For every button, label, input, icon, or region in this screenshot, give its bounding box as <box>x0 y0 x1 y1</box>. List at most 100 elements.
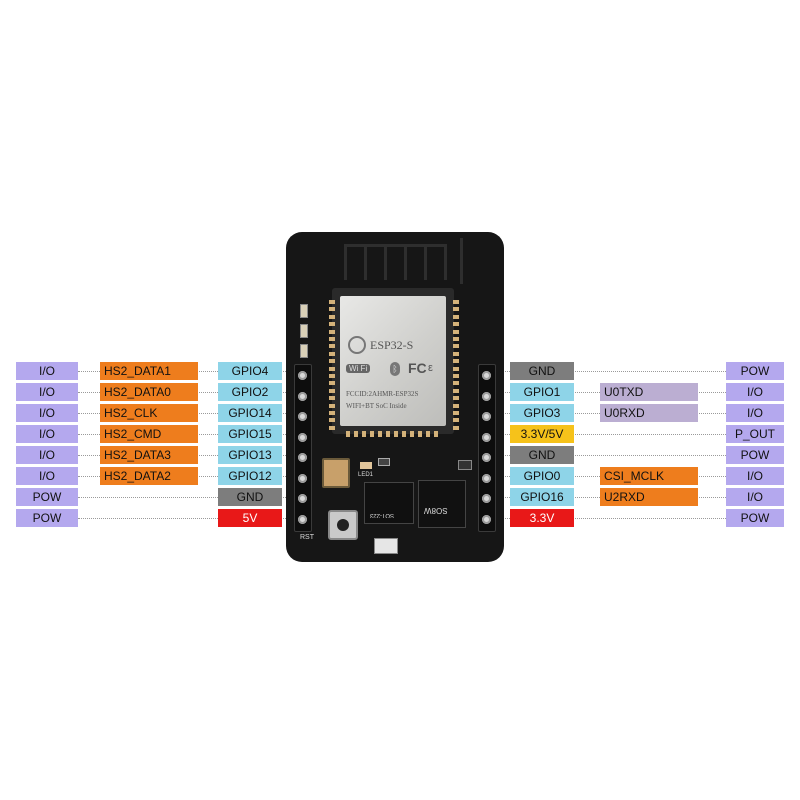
castellation-pad <box>453 411 459 415</box>
header-pin <box>482 371 491 380</box>
voltage-regulator <box>364 482 414 524</box>
module-shield: ESP32-S Wi Fi ᛒ FC ε FCCID:2AHMR-ESP32S … <box>340 296 446 426</box>
header-pin <box>298 412 307 421</box>
header-pin <box>482 514 491 524</box>
header-pin <box>298 391 307 401</box>
right-pin-header <box>478 364 496 532</box>
bluetooth-icon: ᛒ <box>390 362 400 376</box>
antenna-trace <box>424 244 427 280</box>
castellation-pad <box>453 381 459 386</box>
castellation-pad <box>453 425 459 430</box>
castellation-pad <box>346 431 350 437</box>
right-pin-alt-label: U0RXD <box>600 404 698 422</box>
left-pin-type-label: POW <box>16 488 78 506</box>
header-pin <box>298 494 307 503</box>
soc-text: WIFI+BT SoC Inside <box>346 402 407 410</box>
castellation-pad <box>329 344 335 349</box>
castellation-pad <box>394 431 398 437</box>
castellation-pad <box>329 403 335 408</box>
esp32-module: ESP32-S Wi Fi ᛒ FC ε FCCID:2AHMR-ESP32S … <box>332 288 454 434</box>
header-pin <box>298 432 307 442</box>
left-pin-alt-label: HS2_DATA2 <box>100 467 198 485</box>
left-pin-gpio-label: GPIO12 <box>218 467 282 485</box>
connector-line <box>500 371 726 372</box>
right-pin-gpio-label: 3.3V/5V <box>510 425 574 443</box>
connector-line <box>78 518 300 519</box>
left-pin-type-label: I/O <box>16 446 78 464</box>
castellation-pad <box>329 396 335 401</box>
smd-component <box>300 344 308 358</box>
connector-line <box>78 497 300 498</box>
castellation-pad <box>453 329 459 334</box>
left-pin-type-label: POW <box>16 509 78 527</box>
left-pin-type-label: I/O <box>16 467 78 485</box>
castellation-pad <box>453 322 459 327</box>
castellation-pad <box>329 322 335 327</box>
left-pin-alt-label: HS2_CMD <box>100 425 198 443</box>
right-pin-gpio-label: GPIO3 <box>510 404 574 422</box>
sob-label: SO8W <box>424 506 448 515</box>
header-pin <box>482 494 491 503</box>
rst-label: RST <box>300 534 314 541</box>
castellation-pad <box>329 314 335 319</box>
castellation-pad <box>329 351 335 356</box>
resistor <box>378 458 390 466</box>
fccid-text: FCCID:2AHMR-ESP32S <box>346 390 419 398</box>
antenna-trace <box>364 244 367 280</box>
castellation-pad <box>418 431 422 437</box>
left-pin-header <box>294 364 312 532</box>
castellation-pad <box>453 337 459 341</box>
antenna-trace <box>404 244 407 280</box>
header-pin <box>298 453 307 462</box>
flash-chip <box>418 480 466 528</box>
castellation-pad <box>453 374 459 378</box>
ce-mark-icon: ε <box>428 362 433 374</box>
connector-line <box>500 455 726 456</box>
header-pin <box>482 412 491 421</box>
right-pin-alt-label: U2RXD <box>600 488 698 506</box>
smd-component <box>300 304 308 318</box>
smd-component <box>300 324 308 338</box>
castellation-pad <box>410 431 414 437</box>
left-pin-gpio-label: GPIO14 <box>218 404 282 422</box>
header-pin <box>298 371 307 380</box>
castellation-pad <box>453 388 459 393</box>
header-pin <box>482 473 491 483</box>
right-pin-type-label: P_OUT <box>726 425 784 443</box>
left-pin-type-label: I/O <box>16 383 78 401</box>
wifi-logo: Wi Fi <box>346 364 371 373</box>
header-pin <box>298 514 307 524</box>
left-pin-alt-label: HS2_CLK <box>100 404 198 422</box>
castellation-pad <box>362 431 366 437</box>
right-pin-type-label: POW <box>726 509 784 527</box>
reset-button-cap <box>337 519 349 531</box>
header-pin <box>298 473 307 483</box>
antenna-trace <box>460 238 463 284</box>
castellation-pad <box>453 418 459 423</box>
right-pin-gpio-label: GPIO0 <box>510 467 574 485</box>
antenna-trace <box>444 244 447 280</box>
led-label: LED1 <box>358 472 374 478</box>
left-pin-gpio-label: GPIO15 <box>218 425 282 443</box>
antenna-trace <box>384 244 387 280</box>
castellation-pad <box>370 431 374 437</box>
right-pin-type-label: I/O <box>726 488 784 506</box>
castellation-pad <box>329 411 335 415</box>
espressif-logo-icon <box>348 336 366 354</box>
castellation-pad <box>453 344 459 349</box>
castellation-pad <box>329 374 335 378</box>
antenna-trace <box>344 244 347 280</box>
castellation-pad <box>329 359 335 364</box>
reset-button[interactable] <box>328 510 358 540</box>
castellation-pad <box>453 351 459 356</box>
castellation-pad <box>426 431 430 437</box>
castellation-pad <box>354 431 358 437</box>
left-pin-alt-label: HS2_DATA0 <box>100 383 198 401</box>
castellation-pad <box>453 314 459 319</box>
castellation-pad <box>402 431 406 437</box>
castellation-pad <box>386 431 390 437</box>
castellation-pad <box>329 329 335 334</box>
right-pin-alt-label: U0TXD <box>600 383 698 401</box>
esp32-cam-board: ESP32-S Wi Fi ᛒ FC ε FCCID:2AHMR-ESP32S … <box>286 232 504 562</box>
small-component <box>458 460 472 470</box>
